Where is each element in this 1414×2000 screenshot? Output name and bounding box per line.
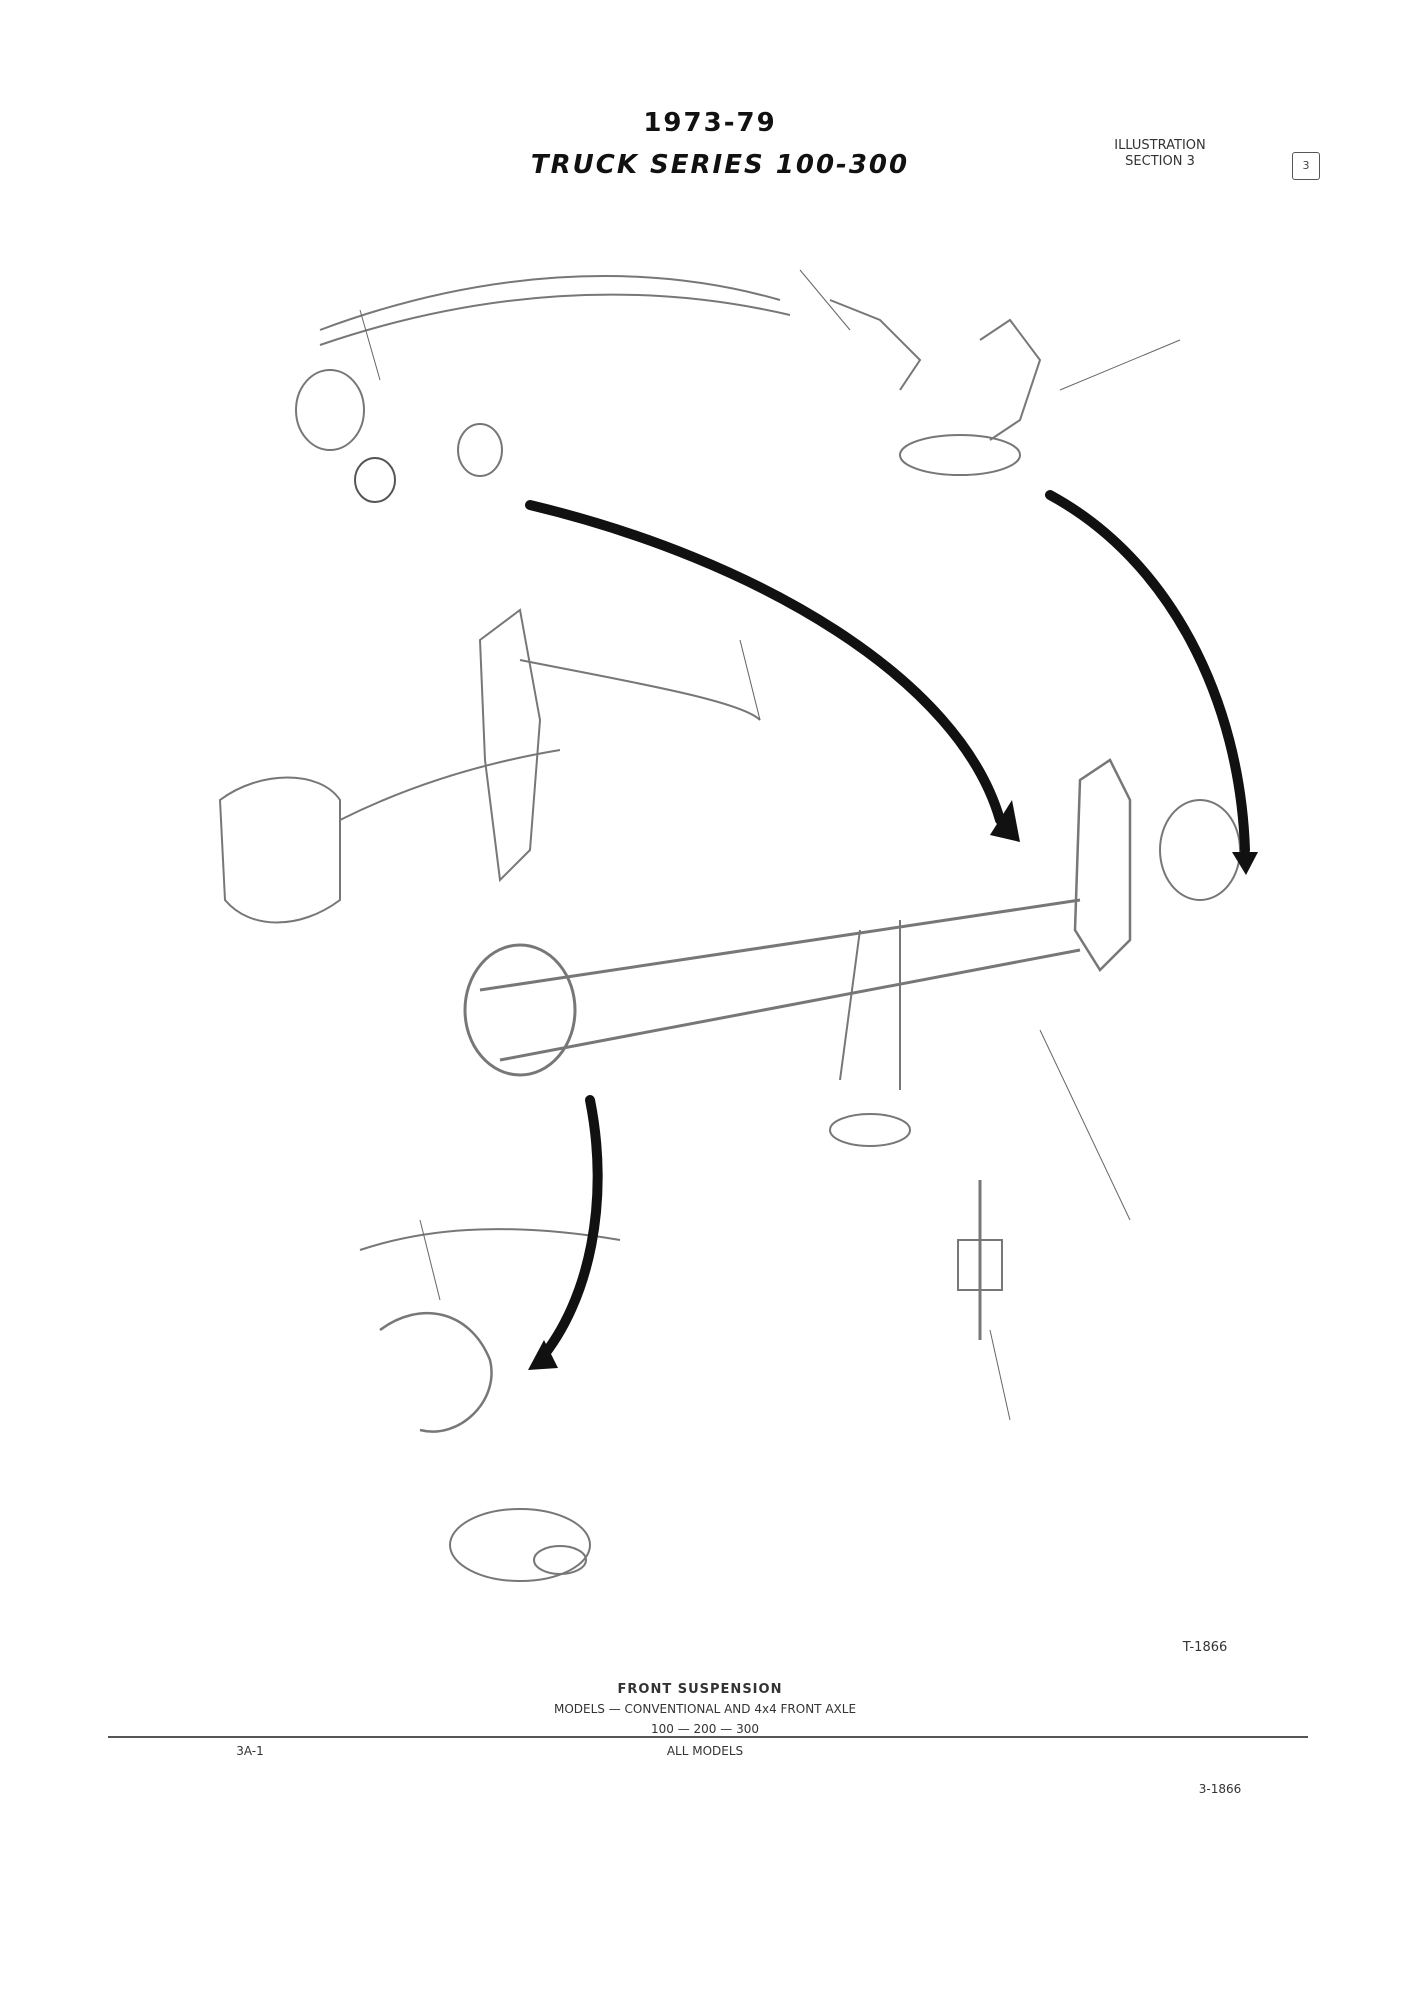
leader-2	[799, 269, 851, 331]
footer-rule	[108, 1736, 1308, 1738]
tie-rod-lower	[359, 1228, 621, 1251]
knuckle-top-right	[979, 318, 1042, 441]
leaf-spring-upper	[319, 275, 781, 331]
leader-4	[1059, 339, 1181, 391]
arrow-upper-right	[1045, 490, 1250, 855]
leader-5	[1039, 1029, 1131, 1221]
drum-lower	[449, 1508, 591, 1582]
leader-7	[989, 1329, 1011, 1421]
spindle-arm	[829, 299, 922, 391]
shock-mount-left	[218, 776, 341, 924]
axle-beam-bottom	[499, 948, 1081, 1062]
footer-right-code: 3-1866	[1198, 1782, 1242, 1796]
header-year: 1973-79	[643, 108, 777, 138]
leader-1	[359, 309, 381, 381]
figure-title: FRONT SUSPENSION	[617, 1682, 783, 1697]
leader-3	[739, 639, 761, 721]
bearing-lower	[533, 1545, 587, 1575]
spring-plate	[829, 1113, 911, 1147]
footer-left-code: 3A-1	[236, 1744, 264, 1758]
shackle-top-left	[295, 369, 365, 451]
frame-rail	[519, 659, 761, 721]
bolt-top-left	[457, 423, 503, 477]
figure-caption-line1: MODELS — CONVENTIONAL AND 4x4 FRONT AXLE	[553, 1702, 857, 1716]
axle-beam-top	[479, 898, 1081, 992]
header-right-line2: SECTION 3	[1125, 154, 1195, 169]
figure-caption-line3: ALL MODELS	[666, 1744, 744, 1758]
differential-housing	[463, 943, 577, 1077]
header-right-line1: ILLUSTRATION	[1114, 138, 1206, 153]
arrow-lower-left	[535, 1095, 603, 1365]
steering-knuckle-right	[1073, 758, 1132, 972]
arrow-heads	[528, 800, 1258, 1370]
leaf-spring-upper-2	[319, 293, 791, 346]
arrowhead-lower-left	[528, 1340, 558, 1370]
spring-bracket	[478, 608, 542, 883]
u-bolt-left	[839, 929, 861, 1081]
header-series: TRUCK SERIES 100-300	[530, 150, 910, 180]
figure-caption-line2: 100 — 200 — 300	[651, 1722, 759, 1736]
hub-right	[1159, 799, 1241, 901]
header-section-ref: ILLUSTRATION SECTION 3	[1060, 138, 1260, 170]
part-outlines	[218, 275, 1241, 1582]
shock-body	[957, 1239, 1003, 1291]
arrowhead-upper-right	[1232, 852, 1258, 875]
leader-6	[419, 1219, 441, 1301]
brake-backing-plate	[379, 1311, 493, 1433]
steering-plate	[899, 434, 1021, 476]
figure-ref-code: T-1866	[1182, 1640, 1228, 1655]
assembly-arrows	[525, 490, 1250, 1365]
bushing-top-left	[354, 457, 396, 503]
arrow-upper-left	[525, 500, 1005, 825]
leader-lines	[359, 269, 1181, 1421]
tie-rod-left	[339, 749, 561, 821]
page-marker: 3	[1292, 152, 1320, 180]
arrowhead-upper-left	[990, 800, 1020, 842]
